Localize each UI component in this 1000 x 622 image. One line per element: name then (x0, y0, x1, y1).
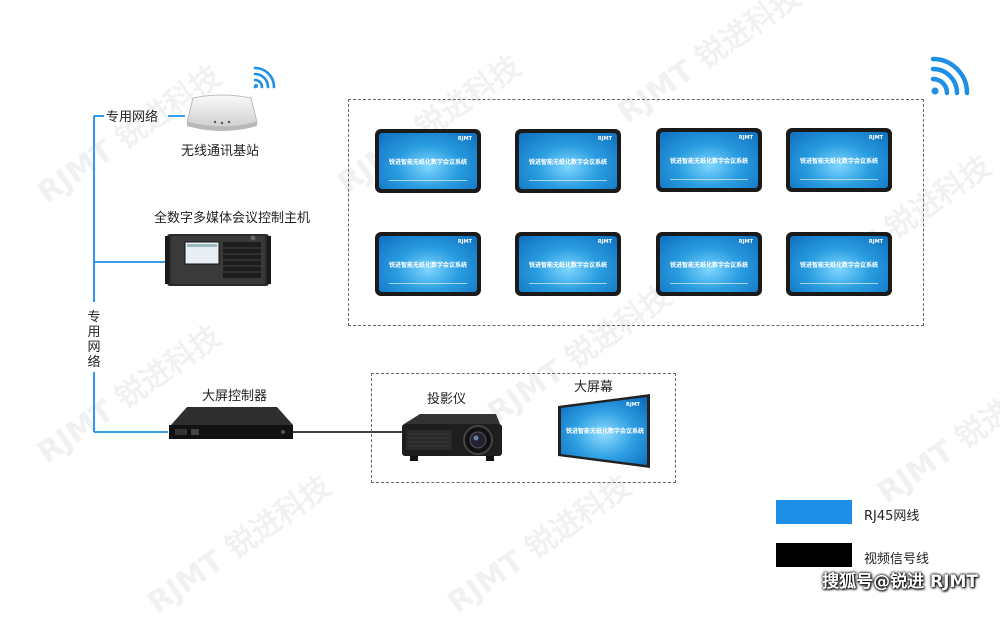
base-station-label: 无线通讯基站 (181, 144, 260, 159)
base-station-device (185, 92, 259, 134)
big-screen-brand: RJMT (626, 402, 641, 408)
tablet-screen: RJMT 锐进智能无纸化数字会议系统 (519, 236, 617, 292)
tablet: RJMT 锐进智能无纸化数字会议系统 (375, 129, 481, 193)
tablet-screen: RJMT 锐进智能无纸化数字会议系统 (790, 236, 888, 292)
big-screen-icon (558, 394, 650, 468)
tablet: RJMT 锐进智能无纸化数字会议系统 (656, 128, 762, 192)
tablet-screen-title: 锐进智能无纸化数字会议系统 (669, 158, 748, 165)
tablet-screen-title: 锐进智能无纸化数字会议系统 (799, 158, 878, 165)
tablet-brand: RJMT (868, 239, 883, 245)
display-area (371, 373, 676, 483)
tablet: RJMT 锐进智能无纸化数字会议系统 (515, 129, 621, 193)
tablet-brand: RJMT (738, 239, 753, 245)
tablet-screen: RJMT 锐进智能无纸化数字会议系统 (379, 236, 477, 292)
host-label: 全数字多媒体会议控制主机 (154, 211, 311, 226)
legend-label-rj45: RJ45网线 (864, 509, 920, 524)
tablet-brand: RJMT (868, 135, 883, 141)
big-screen-device: RJMT 锐进智能无纸化数字会议系统 (556, 392, 654, 470)
tablet-screen-title: 锐进智能无纸化数字会议系统 (528, 159, 607, 166)
projector-label: 投影仪 (427, 392, 467, 407)
tablet-screen: RJMT 锐进智能无纸化数字会议系统 (660, 132, 758, 188)
network-label-char: 络 (87, 355, 101, 370)
network-label-top: 专用网络 (106, 110, 159, 125)
server-icon (165, 234, 271, 286)
tablet: RJMT 锐进智能无纸化数字会议系统 (786, 128, 892, 192)
tablet: RJMT 锐进智能无纸化数字会议系统 (515, 232, 621, 296)
tablet-screen-title: 锐进智能无纸化数字会议系统 (669, 262, 748, 269)
base-station-icon (186, 94, 258, 131)
screen-controller-device (165, 405, 295, 441)
connection-lines (93, 115, 403, 433)
legend-swatch-rj45 (776, 500, 852, 524)
tablet-screen: RJMT 锐进智能无纸化数字会议系统 (660, 236, 758, 292)
big-screen-label: 大屏幕 (574, 380, 614, 395)
wifi-icon (253, 66, 276, 89)
big-screen-title: 锐进智能无纸化数字会议系统 (565, 428, 644, 435)
footer-credit: 搜狐号@锐进 RJMT (822, 572, 978, 592)
network-label-vertical: 专 用 网 络 (86, 310, 102, 370)
tablet-screen-title: 锐进智能无纸化数字会议系统 (388, 262, 467, 269)
tablet: RJMT 锐进智能无纸化数字会议系统 (786, 232, 892, 296)
tablet-brand: RJMT (457, 136, 472, 142)
tablet-brand: RJMT (597, 136, 612, 142)
rj45-lines (93, 115, 185, 433)
tablet: RJMT 锐进智能无纸化数字会议系统 (375, 232, 481, 296)
tablet-screen: RJMT 锐进智能无纸化数字会议系统 (379, 133, 477, 189)
tablet-brand: RJMT (597, 239, 612, 245)
legend-label-video: 视频信号线 (864, 552, 930, 567)
tablet-screen-title: 锐进智能无纸化数字会议系统 (528, 262, 607, 269)
tablet-screen-title: 锐进智能无纸化数字会议系统 (799, 262, 878, 269)
screen-controller-label: 大屏控制器 (202, 389, 268, 404)
projector-device (400, 410, 504, 464)
wifi-icon (930, 56, 970, 96)
tablet-screen: RJMT 锐进智能无纸化数字会议系统 (519, 133, 617, 189)
host-device (165, 230, 271, 288)
tablet: RJMT 锐进智能无纸化数字会议系统 (656, 232, 762, 296)
legend-swatch-video (776, 543, 852, 567)
tablet-brand: RJMT (457, 239, 472, 245)
tablets-area (348, 99, 924, 326)
network-label-char: 网 (87, 340, 101, 355)
rack-controller-icon (169, 407, 293, 439)
tablet-screen-title: 锐进智能无纸化数字会议系统 (388, 159, 467, 166)
tablet-screen: RJMT 锐进智能无纸化数字会议系统 (790, 132, 888, 188)
projector-icon (402, 414, 502, 461)
network-label-char: 用 (87, 325, 101, 340)
network-label-char: 专 (87, 310, 101, 325)
tablet-brand: RJMT (738, 135, 753, 141)
